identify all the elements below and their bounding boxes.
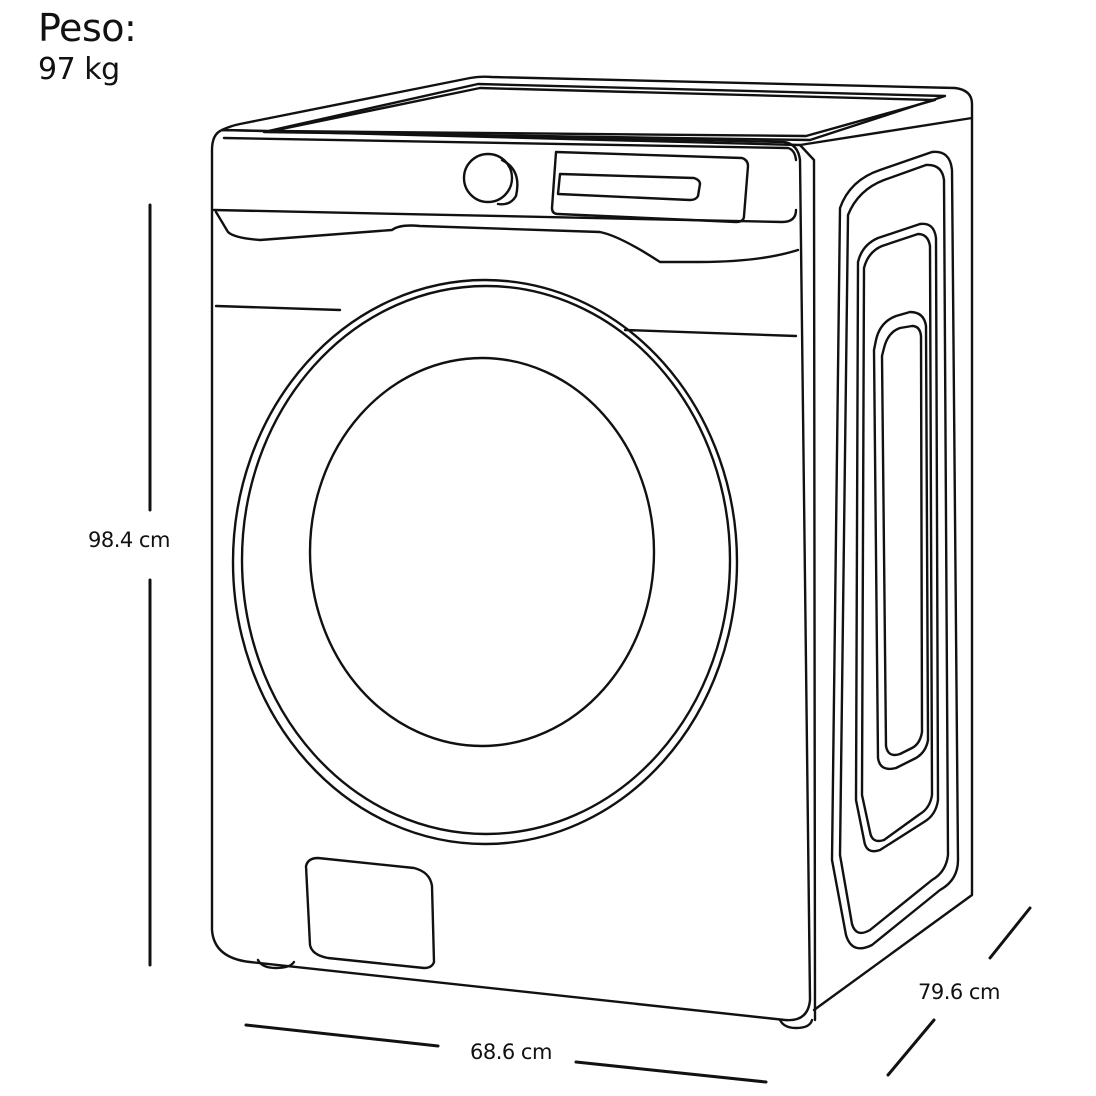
weight-title: Peso: (38, 6, 137, 50)
width-dimension-line-right (574, 1060, 768, 1084)
washer-feet (256, 958, 814, 1030)
control-dial-icon (462, 152, 514, 204)
washer-top-panel (220, 75, 974, 147)
height-dimension-label: 98.4 cm (88, 528, 170, 552)
washer-side-panel (798, 116, 974, 1022)
width-dimension-label: 68.6 cm (470, 1040, 552, 1064)
depth-dimension-line-top (988, 906, 1032, 960)
control-panel (462, 150, 750, 224)
weight-value: 97 kg (38, 52, 120, 87)
depth-dimension-label: 79.6 cm (918, 980, 1000, 1004)
washer-door (231, 278, 739, 846)
depth-dimension-line-bottom (886, 1018, 936, 1077)
dimension-lines (148, 203, 1032, 1084)
width-dimension-line-left (244, 1023, 440, 1048)
filter-access-panel (304, 856, 436, 970)
washer-front-body (210, 128, 812, 1022)
